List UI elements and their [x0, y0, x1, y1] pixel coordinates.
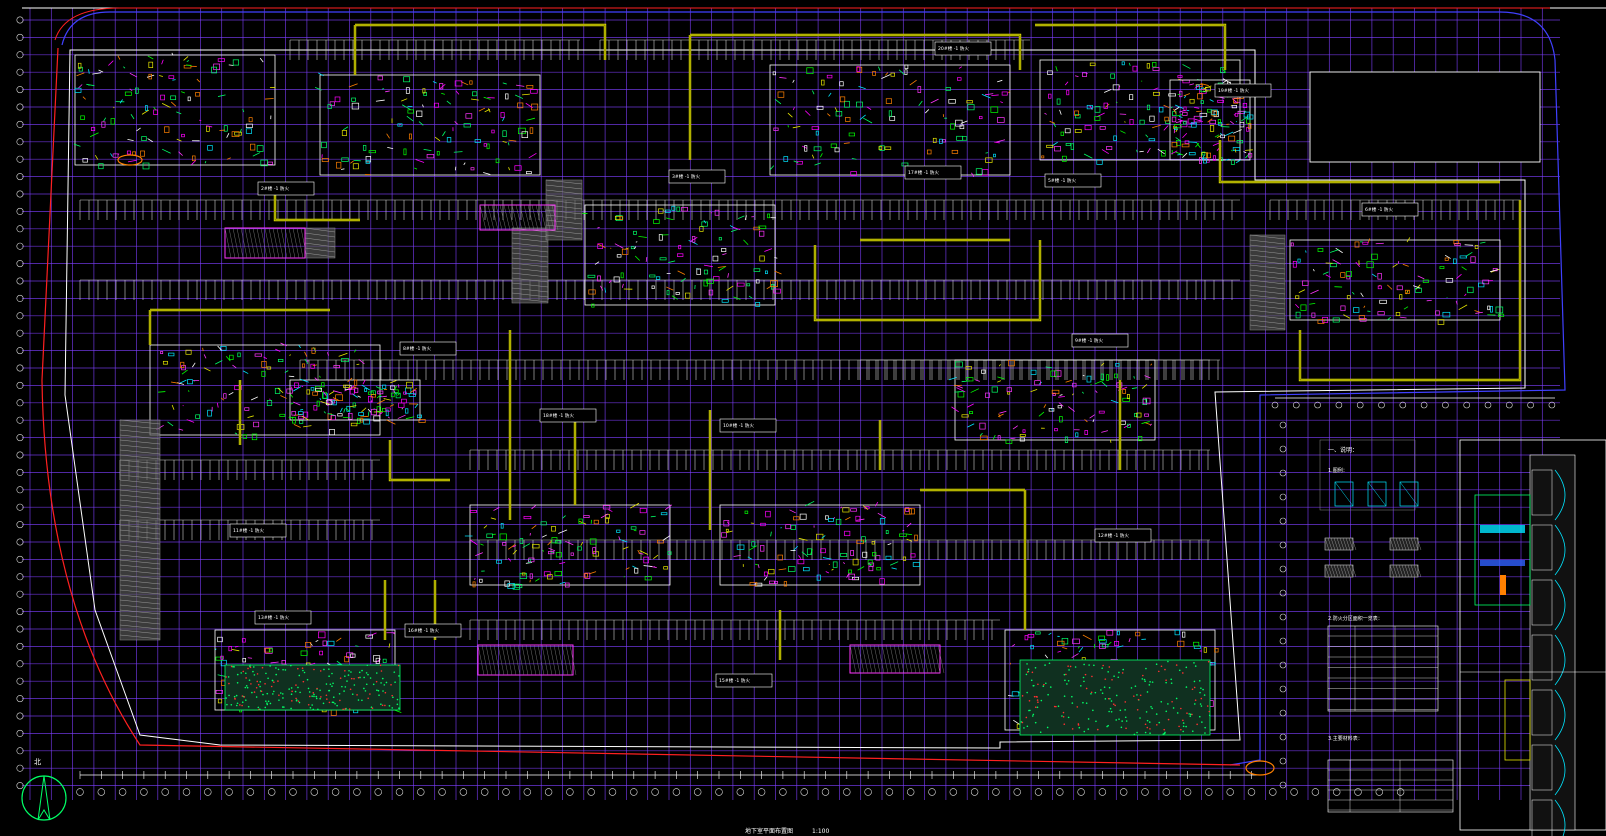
- building-tag-label: 10#楼 -1 防火: [723, 422, 754, 429]
- building-tag-label: 9#楼 -1 防火: [1075, 337, 1103, 344]
- building-tag-label: 2#楼 -1 防火: [261, 185, 289, 192]
- building-tag: 10#楼 -1 防火: [719, 418, 777, 433]
- building-tag-label: 3#楼 -1 防火: [672, 173, 700, 180]
- building-tag-label: 18#楼 -1 防火: [543, 412, 574, 419]
- site-boundary: [41, 7, 1566, 766]
- building-tag-label: 20#楼 -1 防火: [938, 45, 969, 52]
- building-tag: 11#楼 -1 防火: [229, 523, 287, 538]
- building-tag-label: 8#楼 -1 防火: [403, 345, 431, 352]
- notes-item-fire-zones: 2.防火分区面积一览表：: [1328, 615, 1383, 622]
- building-tag: 17#楼 -1 防火: [904, 165, 962, 180]
- building-tag-label: 5#楼 -1 防火: [1048, 177, 1076, 184]
- dimension-lines: [79, 397, 1556, 789]
- drawing-title: 地下室平面布置图: [745, 827, 793, 835]
- notes-title: 一、说明：: [1328, 446, 1358, 454]
- building-tag: 3#楼 -1 防火: [668, 169, 726, 184]
- building-tag-label: 15#楼 -1 防火: [719, 677, 750, 684]
- notes-item-legend: 1.图例：: [1328, 467, 1348, 474]
- building-tag: 12#楼 -1 防火: [1094, 528, 1152, 543]
- legend-panel: [1319, 439, 1454, 813]
- building-tag: 5#楼 -1 防火: [1044, 173, 1102, 188]
- building-tag-label: 13#楼 -1 防火: [258, 614, 289, 621]
- building-tag: 8#楼 -1 防火: [399, 341, 457, 356]
- building-tags: 2#楼 -1 防火 3#楼 -1 防火 5#楼 -1 防火 6#楼 -1 防火 8#楼 …: [229, 41, 1419, 688]
- building-tag-label: 16#楼 -1 防火: [408, 627, 439, 634]
- drawing-scale: 1:100: [812, 828, 829, 835]
- building-tag: 9#楼 -1 防火: [1071, 333, 1129, 348]
- building-tag: 2#楼 -1 防火: [257, 181, 315, 196]
- notes-item-materials: 3.主要材料表：: [1328, 735, 1363, 742]
- building-tag: 16#楼 -1 防火: [404, 623, 462, 638]
- building-tag: 18#楼 -1 防火: [539, 408, 597, 423]
- north-arrow-icon: [21, 154, 1275, 821]
- building-tag-label: 11#楼 -1 防火: [233, 527, 264, 534]
- detail-section: [1309, 71, 1606, 836]
- ventilation-ducts: [148, 23, 1522, 676]
- building-tag: 13#楼 -1 防火: [254, 610, 312, 625]
- building-tag-label: 19#楼 -1 防火: [1218, 87, 1249, 94]
- building-tag-label: 6#楼 -1 防火: [1365, 206, 1393, 213]
- building-tag: 20#楼 -1 防火: [934, 41, 992, 56]
- building-cores: [73, 39, 1520, 736]
- building-tag-label: 17#楼 -1 防火: [908, 169, 939, 176]
- building-tag: 6#楼 -1 防火: [1361, 202, 1419, 217]
- building-tag-label: 12#楼 -1 防火: [1098, 532, 1129, 539]
- building-tag: 19#楼 -1 防火: [1214, 83, 1272, 98]
- north-label: 北: [34, 758, 41, 766]
- building-tag: 15#楼 -1 防火: [715, 673, 773, 688]
